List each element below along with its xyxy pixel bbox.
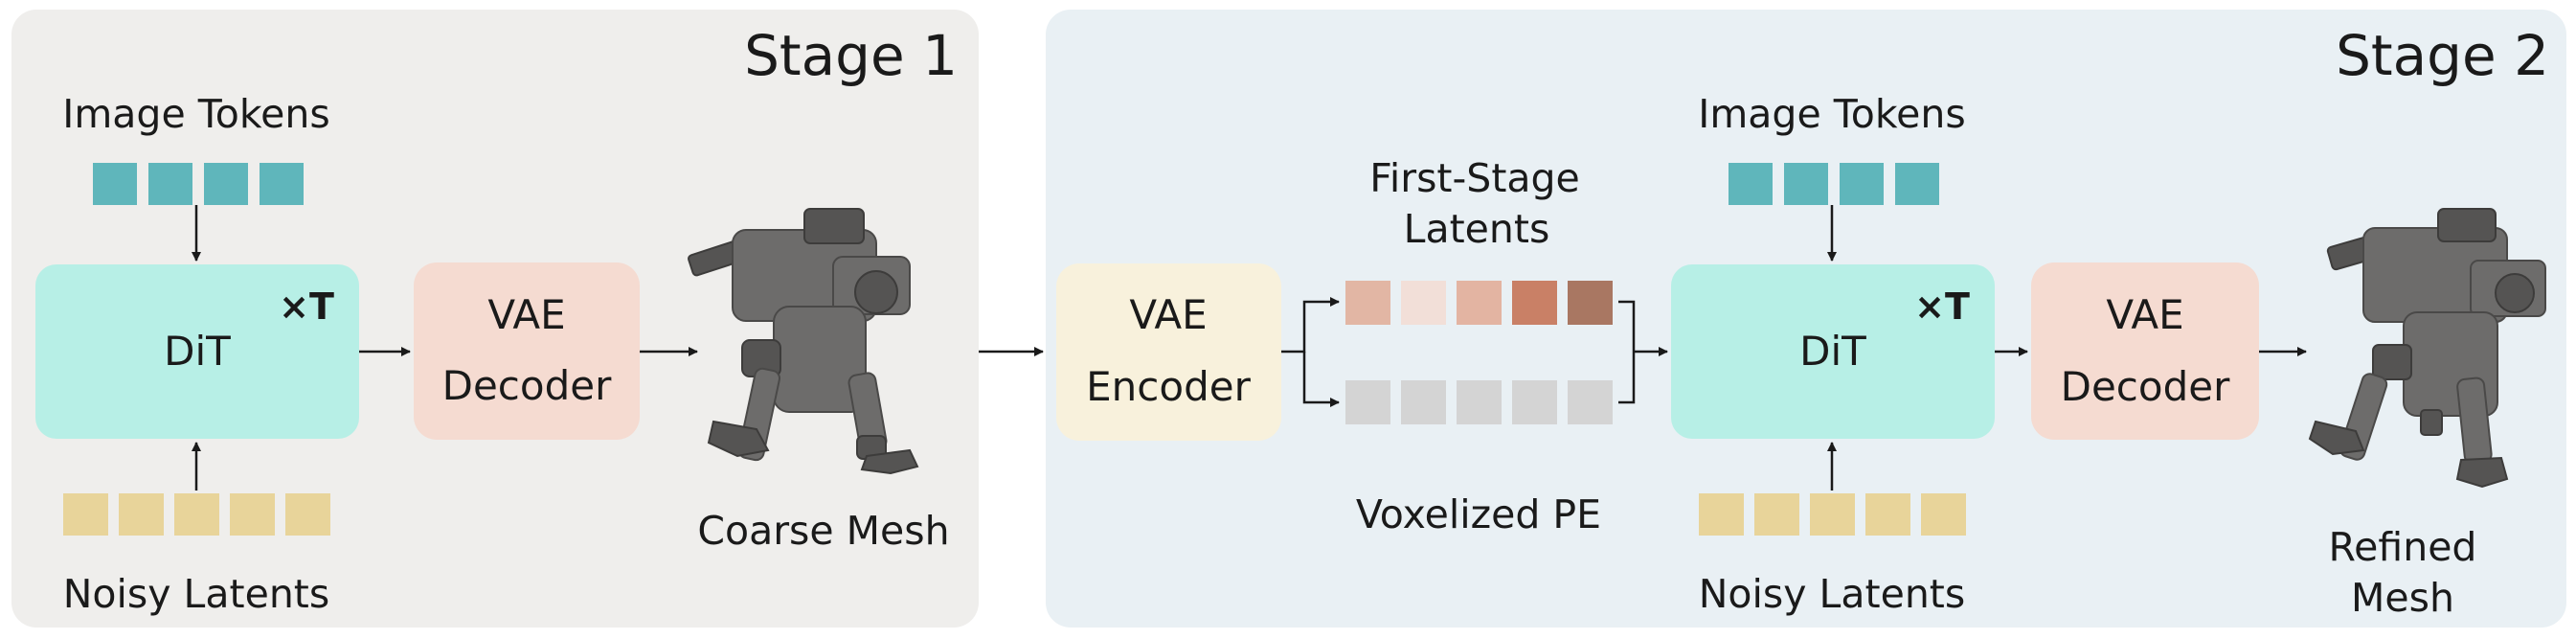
stage2-vae-encoder-line1: VAE	[1129, 291, 1207, 338]
image-token	[1729, 163, 1773, 205]
stage2-image-tokens	[1729, 163, 1939, 205]
stage2-noisy-latents	[1699, 493, 1966, 536]
image-token	[148, 163, 192, 205]
voxelized-pe-tokens	[1345, 380, 1613, 424]
stage1-noisy-latents-label: Noisy Latents	[63, 571, 330, 617]
noisy-latent-token	[1865, 493, 1910, 536]
refined-mesh-robot-icon	[2308, 208, 2546, 489]
stage1-image-tokens	[93, 163, 304, 205]
first-stage-latents-label-line2: Latents	[1404, 206, 1550, 252]
noisy-latent-token	[285, 493, 330, 536]
image-token	[93, 163, 137, 205]
first-stage-latent-token	[1512, 281, 1557, 325]
first-stage-latent-token	[1401, 281, 1446, 325]
stage2-vae-encoder-line2: Encoder	[1086, 363, 1251, 410]
first-stage-latent-token	[1345, 281, 1390, 325]
stage2-title: Stage 2	[2336, 23, 2549, 88]
stage1-vae-decoder-line1: VAE	[487, 291, 565, 338]
arrow-encoder-branch	[1281, 297, 1340, 354]
stage2-dit-repeat: ×T	[1914, 285, 1970, 328]
stage1-vae-decoder-line2: Decoder	[442, 362, 612, 409]
noisy-latent-token	[119, 493, 164, 536]
noisy-latent-token	[1699, 493, 1744, 536]
first-stage-latent-token	[1568, 281, 1613, 325]
coarse-mesh-robot-icon	[688, 208, 919, 475]
image-token	[1784, 163, 1828, 205]
noisy-latent-token	[1921, 493, 1966, 536]
stage1-dit-box	[35, 264, 359, 439]
refined-mesh-label-line1: Refined	[2329, 524, 2477, 570]
stage1-dit-label: DiT	[164, 328, 231, 375]
noisy-latent-token	[1754, 493, 1799, 536]
stage1-dit-repeat: ×T	[279, 285, 334, 328]
image-token	[1840, 163, 1884, 205]
stage2-vae-decoder-box	[2031, 262, 2259, 440]
first-stage-latent-token	[1457, 281, 1502, 325]
noisy-latent-token	[1810, 493, 1855, 536]
noisy-latent-token	[230, 493, 275, 536]
stage2-vae-encoder-box	[1056, 263, 1281, 441]
coarse-mesh-label: Coarse Mesh	[697, 508, 949, 554]
image-token	[1895, 163, 1939, 205]
stage2-dit-label: DiT	[1799, 328, 1866, 375]
stage1-title: Stage 1	[744, 23, 958, 88]
noisy-latent-token	[174, 493, 219, 536]
first-stage-latents-label-line1: First-Stage	[1369, 155, 1580, 201]
stage2-vae-decoder-line1: VAE	[2106, 291, 2183, 338]
voxelized-pe-label: Voxelized PE	[1356, 491, 1601, 537]
stage1-image-tokens-label: Image Tokens	[62, 91, 329, 137]
refined-mesh-label-line2: Mesh	[2351, 575, 2454, 621]
stage2-dit-box	[1671, 264, 1995, 439]
voxelized-pe-token	[1457, 380, 1502, 424]
stage2-noisy-latents-label: Noisy Latents	[1699, 571, 1966, 617]
noisy-latent-token	[63, 493, 108, 536]
arrow-encoder-branch-lower	[1302, 352, 1340, 407]
stage2-vae-decoder-line2: Decoder	[2061, 363, 2230, 410]
first-stage-latents	[1345, 281, 1613, 325]
voxelized-pe-token	[1345, 380, 1390, 424]
voxelized-pe-token	[1568, 380, 1613, 424]
stage2-image-tokens-label: Image Tokens	[1698, 91, 1965, 137]
voxelized-pe-token	[1512, 380, 1557, 424]
image-token	[260, 163, 304, 205]
stage1-noisy-latents	[63, 493, 330, 536]
stage1-vae-decoder-box	[414, 262, 640, 440]
image-token	[204, 163, 248, 205]
voxelized-pe-token	[1401, 380, 1446, 424]
